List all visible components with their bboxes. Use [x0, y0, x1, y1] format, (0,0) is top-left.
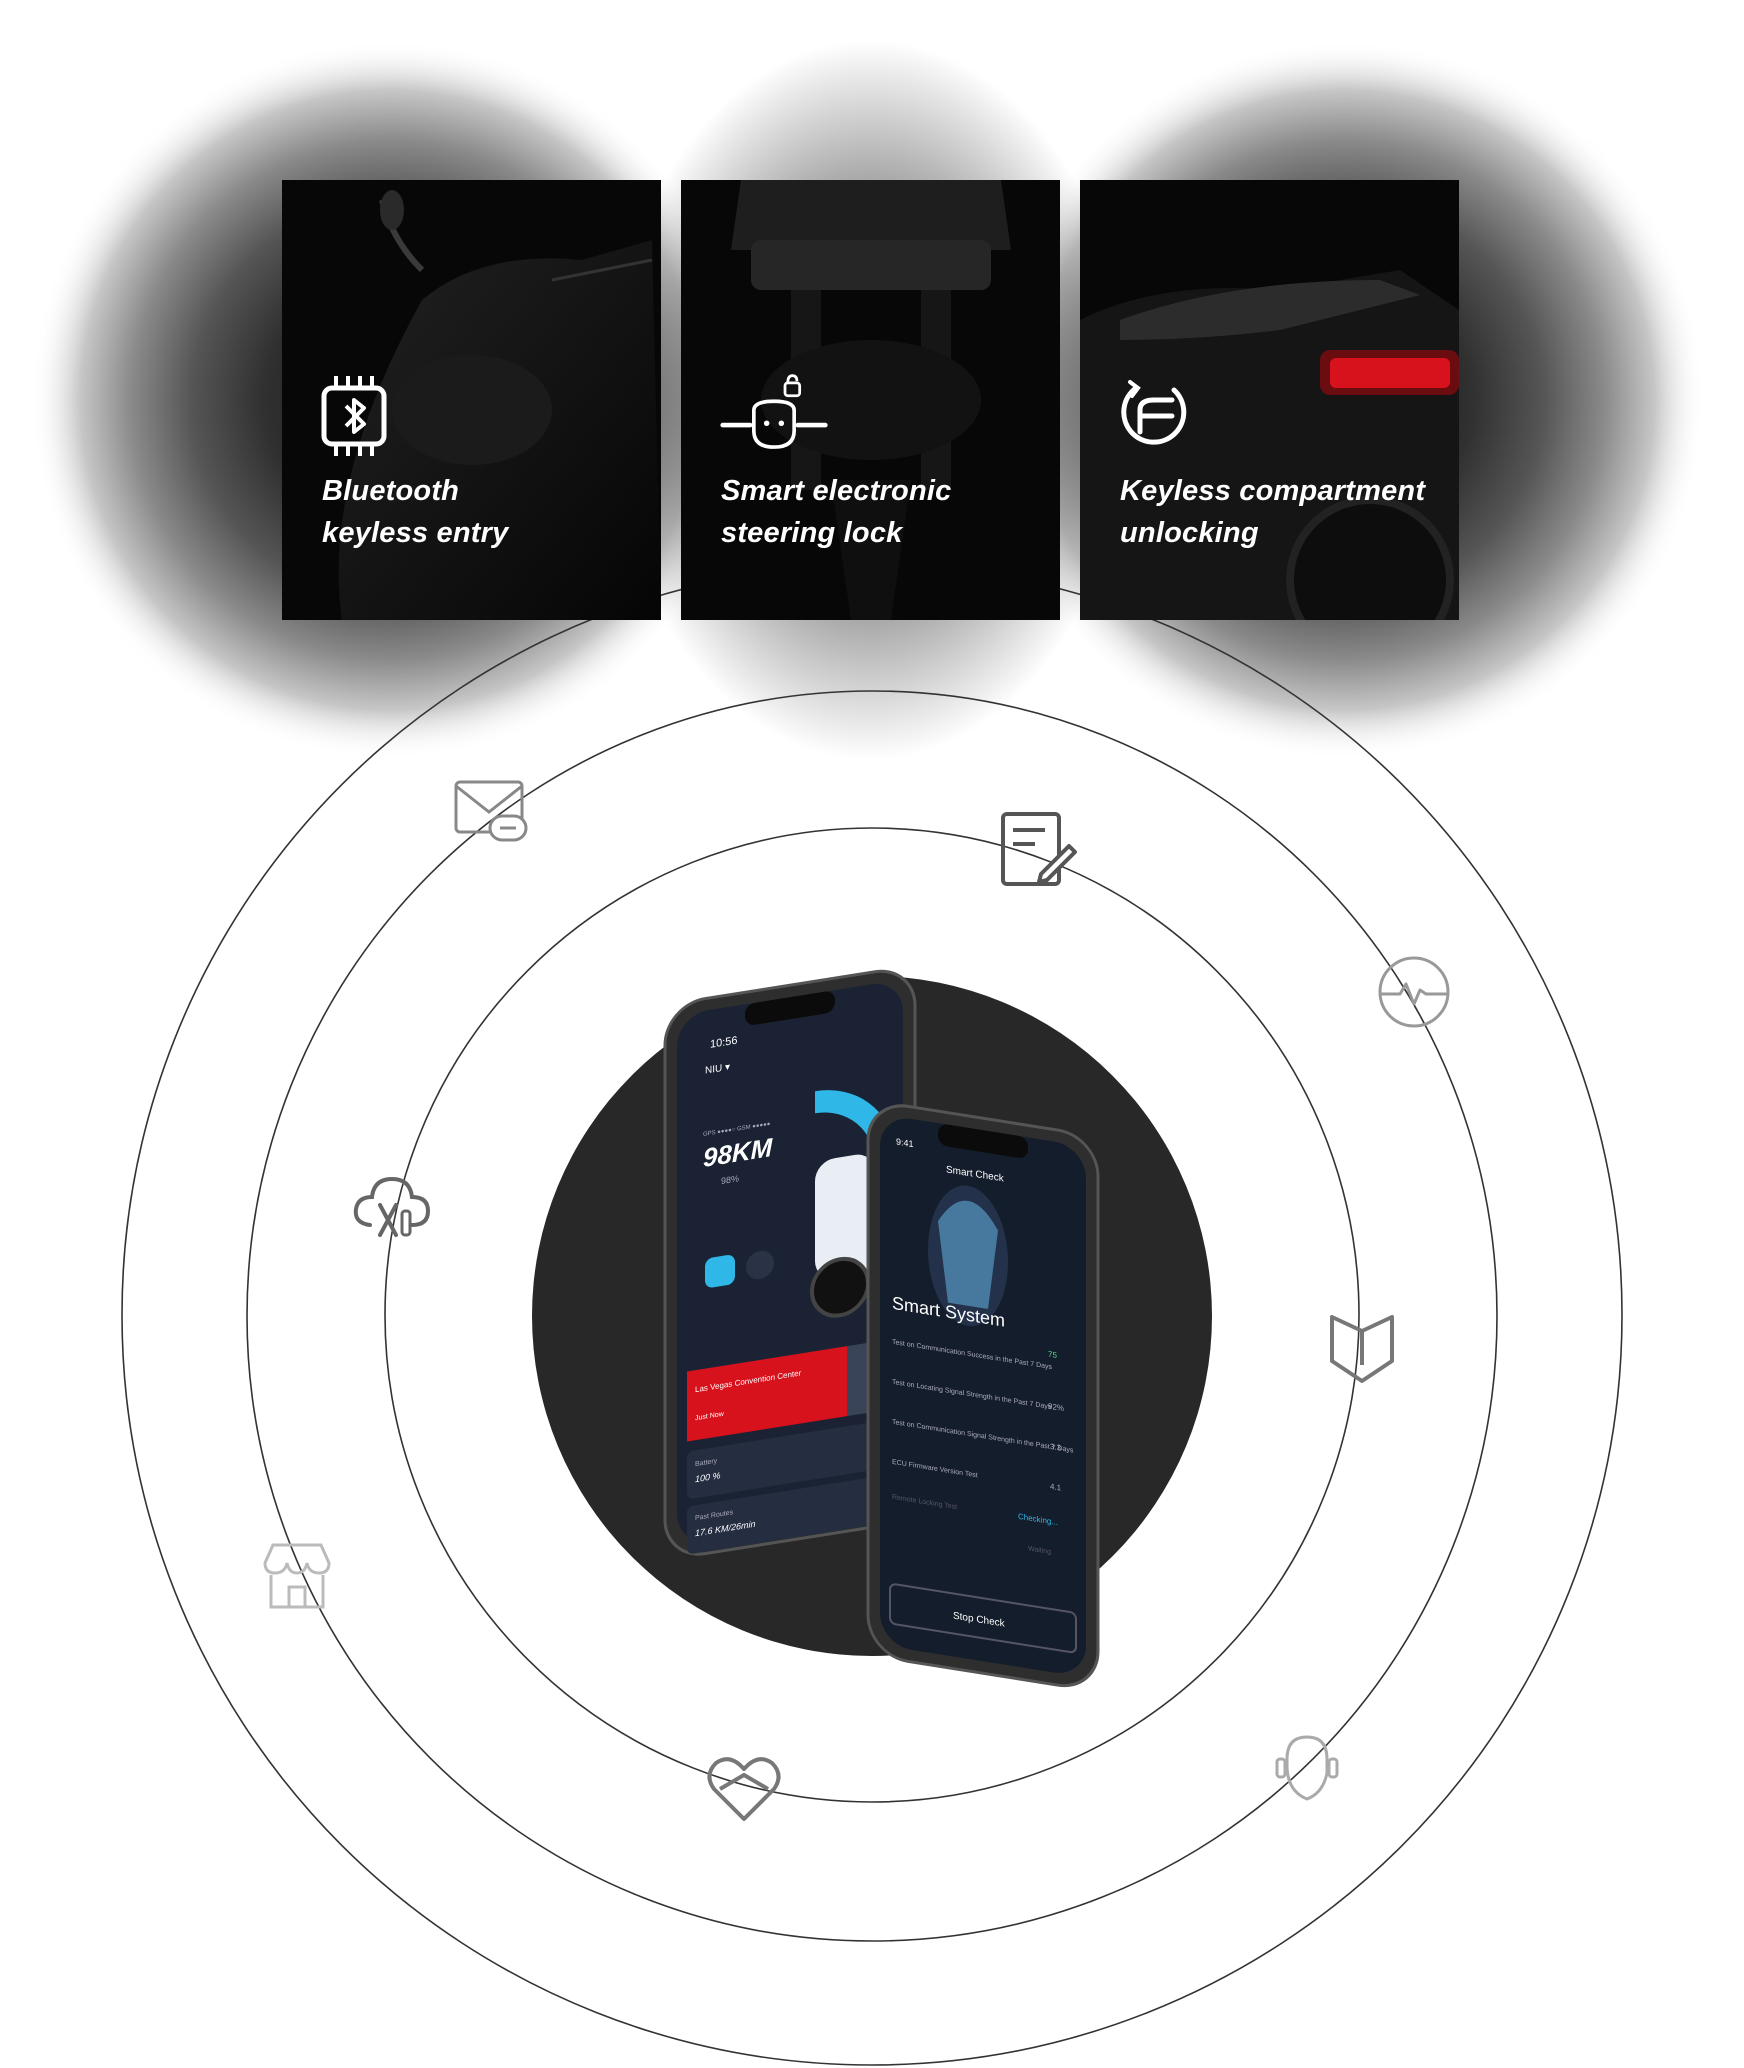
feature-card-bluetooth[interactable]: Bluetooth keyless entry: [282, 180, 661, 620]
feature-card-compartment[interactable]: Keyless compartment unlocking: [1080, 180, 1459, 620]
orbit-ring-inner: [384, 827, 1360, 1803]
shield-badge-icon: [1330, 1315, 1394, 1383]
right-row-value: 3.3: [1050, 1442, 1062, 1453]
right-row-value: 4.1: [1050, 1482, 1062, 1493]
feature-label: Bluetooth keyless entry: [322, 475, 509, 549]
scooter-front-photo: [338, 190, 661, 620]
left-map-when: Just Now: [695, 1411, 725, 1423]
left-battery-value: 100 %: [695, 1470, 720, 1484]
handlebar-photo: [731, 180, 1011, 620]
compartment-unlock-icon: [1121, 380, 1187, 445]
heart-icon: [707, 1757, 781, 1821]
cloud-tools-icon: [353, 1176, 431, 1237]
mail-chat-icon: [454, 780, 528, 842]
store-icon: [263, 1543, 331, 1609]
edit-note-icon: [1001, 812, 1077, 886]
seat-taillight-photo: [1080, 270, 1459, 620]
left-battery-pct: 98%: [721, 1173, 739, 1186]
feature-card-steering[interactable]: Smart electronic steering lock: [681, 180, 1060, 620]
right-row-value: 92%: [1048, 1402, 1064, 1413]
feature-label: Smart electronic steering lock: [721, 475, 952, 549]
pulse-icon: [1378, 956, 1450, 1028]
orbit-ring-middle: [246, 690, 1498, 1942]
left-battery-label: Battery: [695, 1458, 718, 1469]
feature-label: Keyless compartment unlocking: [1120, 475, 1426, 549]
steering-lock-icon: [720, 374, 828, 449]
left-brand: NIU ▾: [705, 1062, 730, 1077]
right-score: 75: [1048, 1350, 1057, 1360]
bluetooth-chip-icon: [321, 376, 387, 456]
right-row-value: Waiting: [1028, 1545, 1051, 1556]
left-time: 10:56: [710, 1035, 737, 1051]
right-time: 9:41: [896, 1136, 914, 1149]
headset-icon: [1275, 1735, 1339, 1801]
